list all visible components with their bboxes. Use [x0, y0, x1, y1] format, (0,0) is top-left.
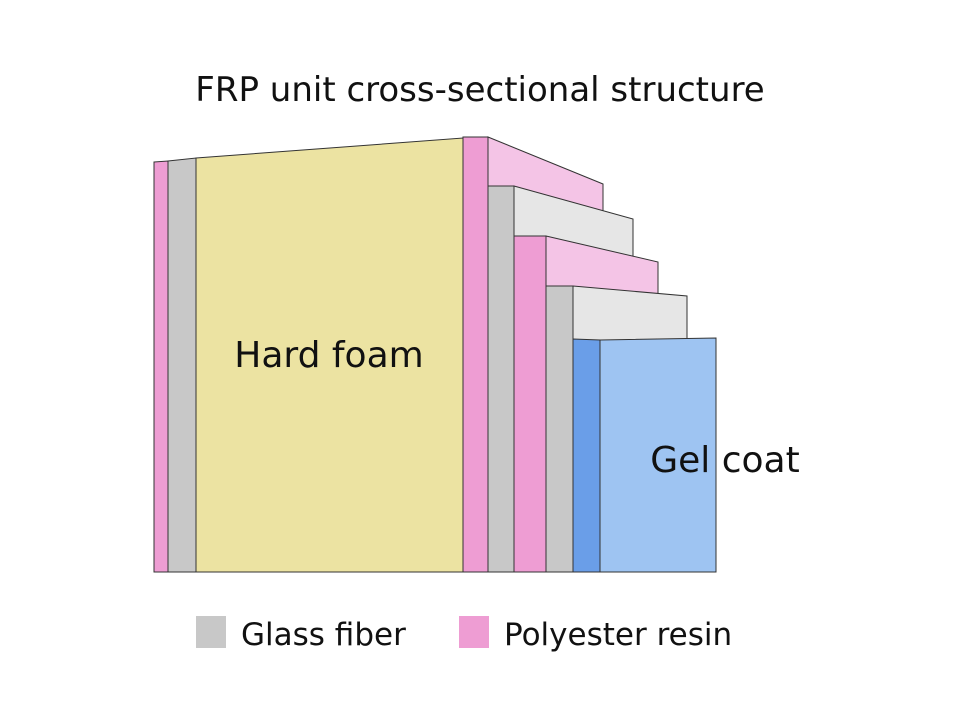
glass-fiber-layer-1 — [487, 185, 515, 573]
glass-fiber-layer-2-top — [572, 285, 688, 346]
hard-foam-label: Hard foam — [234, 335, 423, 376]
outer-resin-layer — [153, 160, 169, 573]
gel-coat-edge — [572, 338, 601, 573]
gel-coat-label: Gel coat — [650, 440, 799, 481]
resin-layer-2 — [513, 235, 547, 573]
glass-fiber-layer-2 — [545, 285, 574, 573]
legend: Glass fiber Polyester resin — [196, 616, 732, 653]
diagram-title: FRP unit cross-sectional structure — [195, 70, 764, 110]
legend-swatch-glass-fiber — [196, 616, 226, 648]
legend-label-polyester-resin: Polyester resin — [504, 617, 732, 653]
resin-layer-1 — [462, 136, 489, 573]
gel-coat-layer — [599, 337, 717, 573]
legend-label-glass-fiber: Glass fiber — [241, 617, 406, 653]
layer-stack — [153, 136, 717, 573]
legend-swatch-polyester-resin — [459, 616, 489, 648]
outer-glass-fiber-layer — [167, 157, 197, 573]
